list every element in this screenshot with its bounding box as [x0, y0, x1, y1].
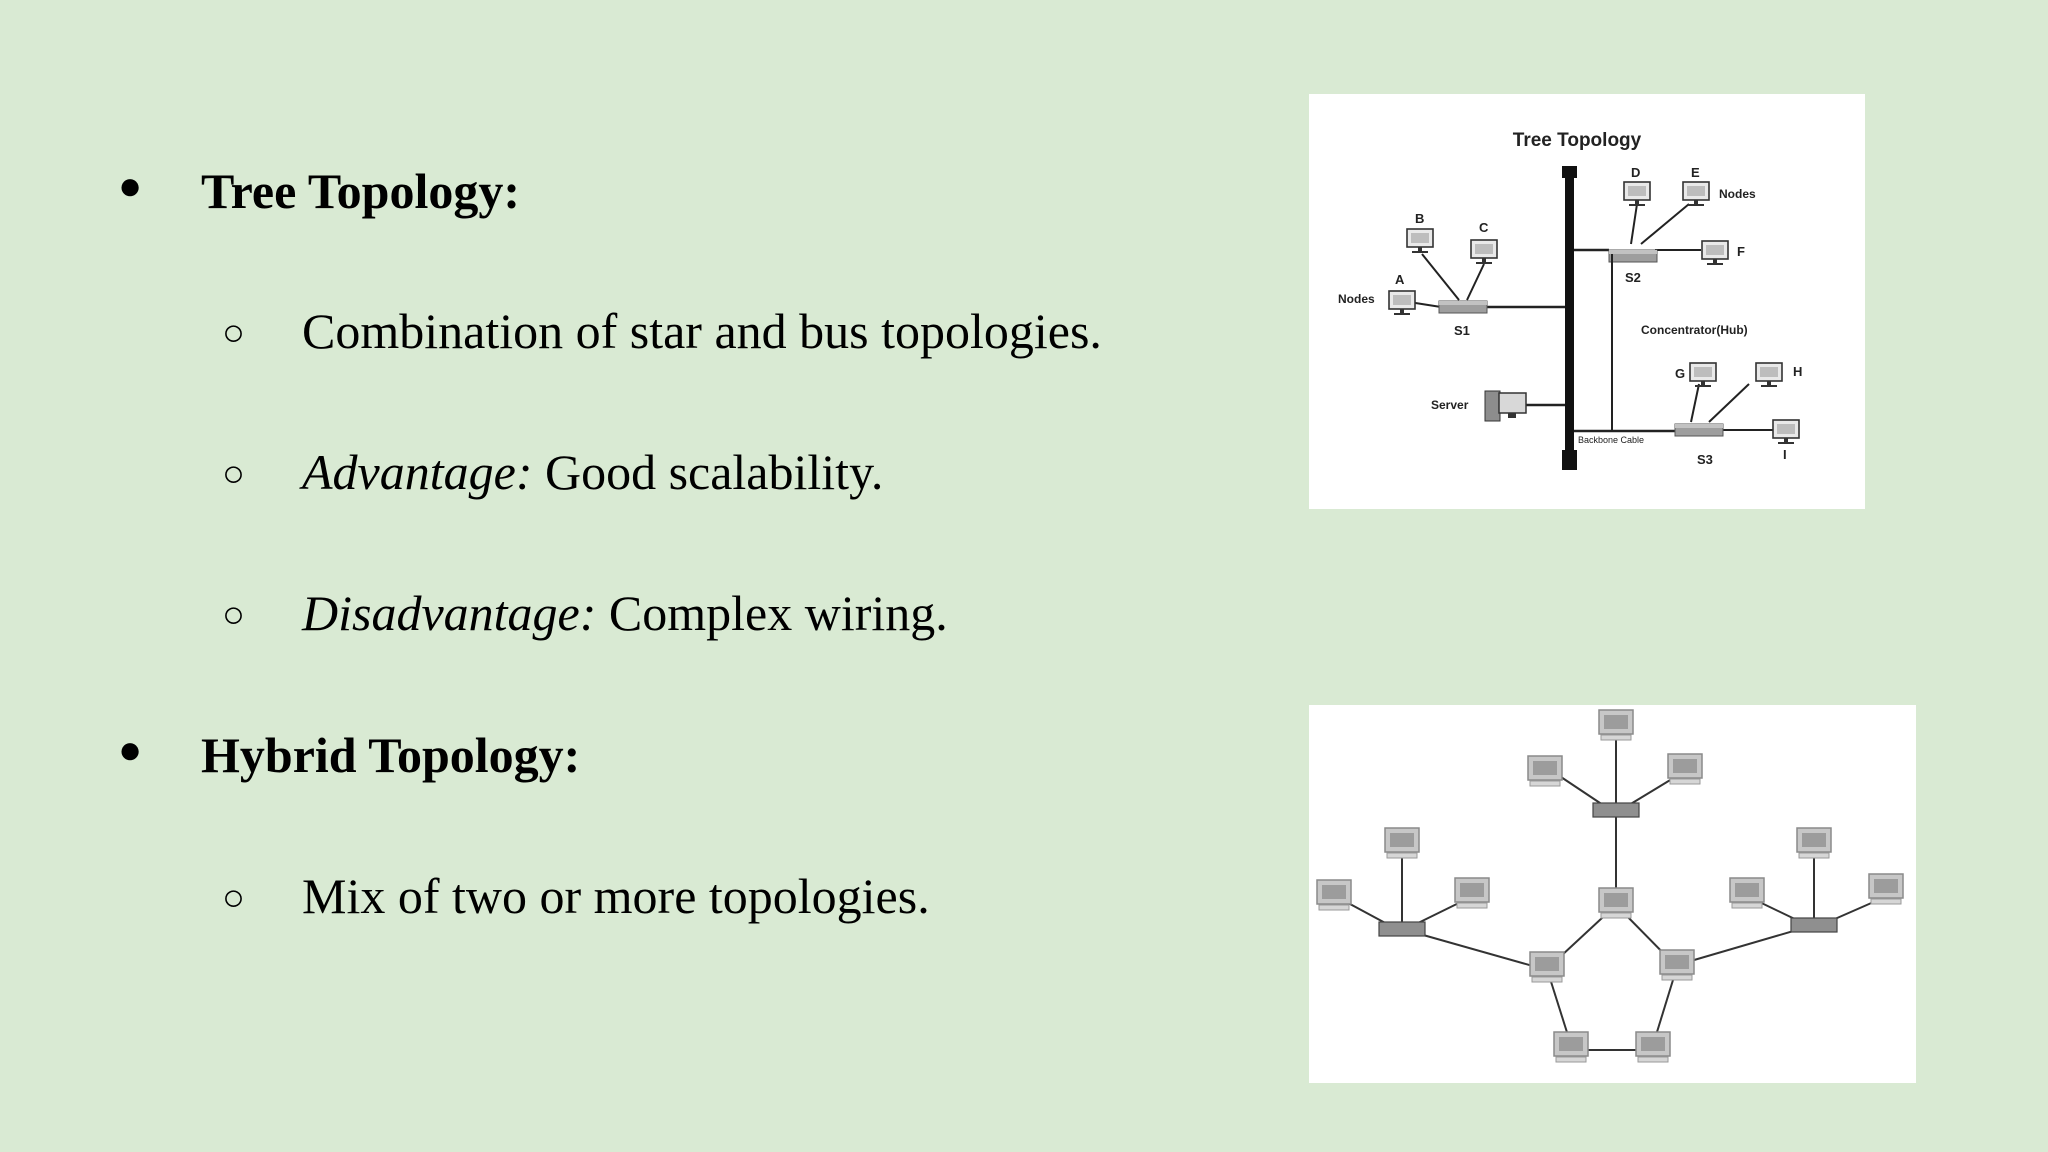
node-b [1406, 228, 1434, 254]
list-item-emphasis: Disadvantage: [302, 585, 597, 641]
node-a [1388, 290, 1416, 316]
bullet-marker: ● [118, 727, 143, 772]
computer-node [1316, 879, 1352, 911]
switch-s1 [1438, 300, 1488, 314]
switch-s2 [1608, 249, 1658, 263]
node-f [1701, 240, 1729, 266]
tree-topology-diagram: Tree Topology [1309, 94, 1865, 509]
backbone-cable [1565, 166, 1574, 456]
node-c [1470, 239, 1498, 265]
node-d [1623, 181, 1651, 207]
node-i [1772, 419, 1800, 445]
sub-bullet-marker: ○ [222, 594, 245, 636]
computer-node [1553, 1031, 1589, 1063]
list-item-text: Mix of two or more topologies. [302, 871, 930, 921]
computer-node [1796, 827, 1832, 859]
label-a: A [1395, 272, 1405, 287]
list-item-body: Complex wiring. [596, 585, 948, 641]
section-title: Hybrid Topology: [201, 727, 581, 783]
computer-node [1384, 827, 1420, 859]
sub-bullet-marker: ○ [222, 877, 245, 919]
bullet-marker: ● [118, 163, 143, 208]
list-item-body: Mix of two or more topologies. [302, 868, 930, 924]
label-nodes-right: Nodes [1719, 187, 1756, 201]
node-h [1755, 362, 1783, 388]
label-b: B [1415, 211, 1424, 226]
section-title: Tree Topology: [201, 163, 521, 219]
list-item-emphasis: Advantage: [302, 444, 533, 500]
computer-node [1529, 951, 1565, 983]
computer-node [1659, 949, 1695, 981]
label-s1: S1 [1454, 323, 1470, 338]
label-f: F [1737, 244, 1745, 259]
label-e: E [1691, 165, 1700, 180]
hub-right [1790, 917, 1838, 933]
switch-s3 [1674, 423, 1724, 437]
hub-top [1592, 802, 1640, 818]
list-item-text: Combination of star and bus topologies. [302, 306, 1102, 356]
list-item-text: Disadvantage: Complex wiring. [302, 588, 948, 638]
sub-bullet-marker: ○ [222, 453, 245, 495]
label-backbone: Backbone Cable [1578, 435, 1644, 445]
hybrid-topology-diagram [1309, 705, 1916, 1083]
computer-node [1527, 755, 1563, 787]
diagram-title: Tree Topology [1513, 130, 1642, 151]
computer-node [1454, 877, 1490, 909]
node-g [1689, 362, 1717, 388]
server-monitor [1498, 392, 1527, 414]
label-nodes-left: Nodes [1338, 292, 1375, 306]
computer-node [1729, 877, 1765, 909]
tree-topology-svg: Tree Topology [1338, 130, 1802, 470]
list-item-body: Combination of star and bus topologies. [302, 303, 1102, 359]
label-h: H [1793, 364, 1802, 379]
label-i: I [1783, 447, 1787, 462]
hybrid-topology-svg [1316, 709, 1904, 1063]
label-g: G [1675, 366, 1685, 381]
list-item-text: Advantage: Good scalability. [302, 447, 883, 497]
computer-node [1868, 873, 1904, 905]
label-s2: S2 [1625, 270, 1641, 285]
label-d: D [1631, 165, 1640, 180]
sub-bullet-marker: ○ [222, 312, 245, 354]
computer-node [1667, 753, 1703, 785]
label-c: C [1479, 220, 1489, 235]
hub-left [1378, 921, 1426, 937]
label-server: Server [1431, 398, 1469, 412]
list-item-body: Good scalability. [532, 444, 884, 500]
computer-node [1635, 1031, 1671, 1063]
label-s3: S3 [1697, 452, 1713, 467]
node-e [1682, 181, 1710, 207]
computer-node [1598, 709, 1634, 741]
computer-node [1598, 887, 1634, 919]
server-tower [1484, 390, 1501, 422]
label-hub: Concentrator(Hub) [1641, 323, 1748, 337]
